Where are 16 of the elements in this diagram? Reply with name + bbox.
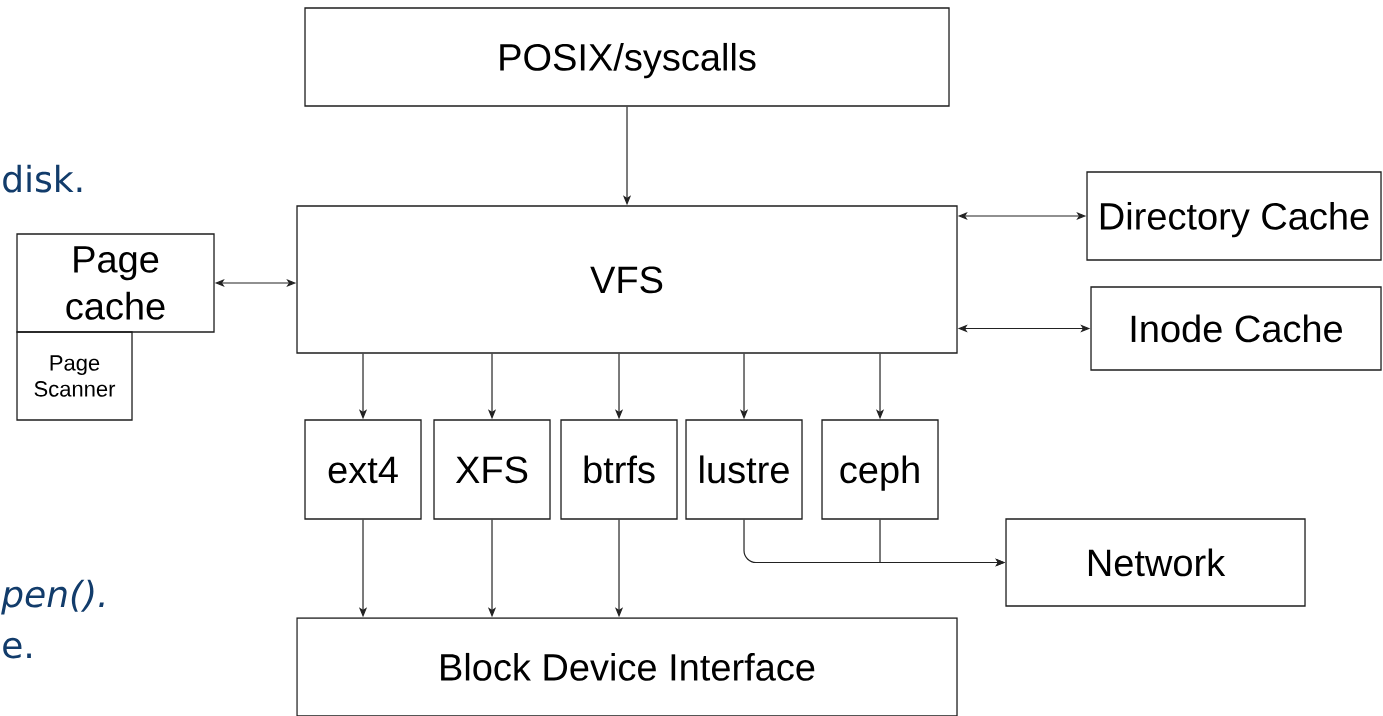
filesystem-box: ceph xyxy=(821,419,939,520)
filesystem-box: ext4 xyxy=(304,419,422,520)
scanner-box: Page Scanner xyxy=(16,331,133,421)
body-text: pen(). xyxy=(1,579,104,615)
layer-box: POSIX/syscalls xyxy=(304,7,950,107)
body-text: disk. xyxy=(3,164,82,193)
layer-box: Block Device Interface xyxy=(296,617,958,716)
filesystem-box: XFS xyxy=(433,419,551,520)
layer-box: VFS xyxy=(296,205,958,354)
network-box: Network xyxy=(1005,518,1306,607)
body-text: e. xyxy=(3,637,31,659)
filesystem-box: btrfs xyxy=(560,419,678,520)
cache-box: Directory Cache xyxy=(1086,171,1382,261)
cache-box: Page cache xyxy=(16,233,215,333)
filesystem-box: lustre xyxy=(685,419,803,520)
cache-box: Inode Cache xyxy=(1090,286,1382,371)
